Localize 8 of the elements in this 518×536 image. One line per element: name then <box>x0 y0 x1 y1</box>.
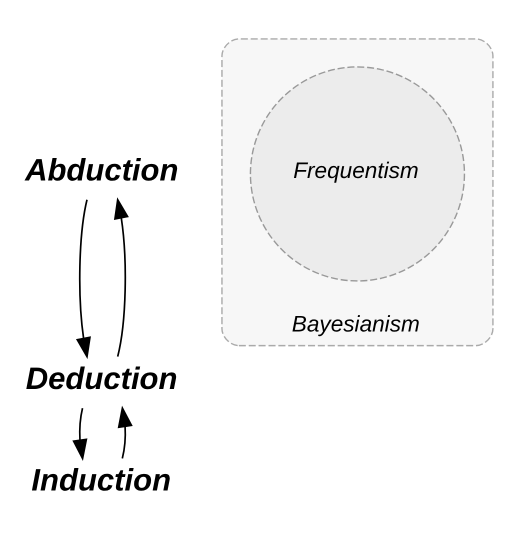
node-text: Deduction <box>26 360 178 396</box>
arrow <box>118 405 133 458</box>
node-text: Abduction <box>25 152 178 187</box>
arrow <box>114 196 129 356</box>
arrow <box>76 199 91 359</box>
arrow <box>72 407 88 460</box>
node-circle: Frequentism <box>250 66 466 282</box>
node-text: Induction <box>31 462 172 497</box>
